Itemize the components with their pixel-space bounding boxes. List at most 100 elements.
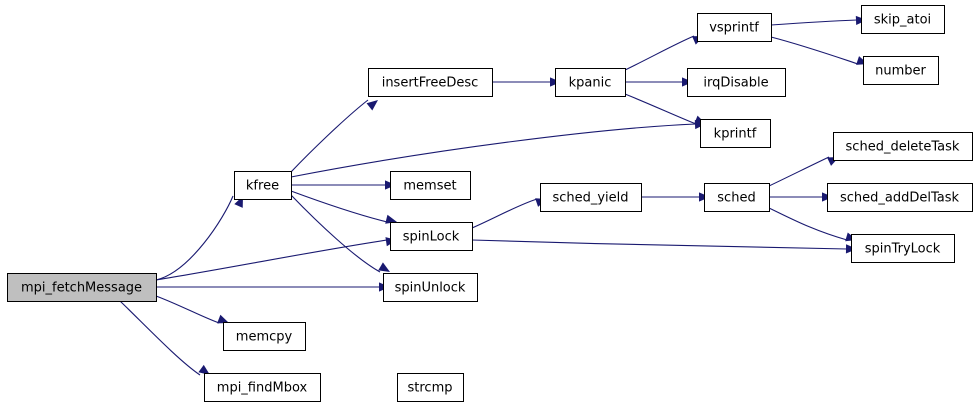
edge-mpi_fetchMessage-to-spinUnlock <box>156 282 390 292</box>
edge-line <box>155 195 234 281</box>
node-memcpy[interactable]: memcpy <box>223 322 306 351</box>
node-box[interactable] <box>234 171 292 200</box>
edge-sched_yield-to-sched <box>641 192 710 202</box>
node-label: skip_atoi <box>874 13 931 28</box>
node-box[interactable] <box>540 183 642 212</box>
node-label: kfree <box>246 179 279 194</box>
edge-kpanic-to-vsprintf <box>624 35 704 71</box>
node-insertFreeDesc[interactable]: insertFreeDesc <box>368 68 493 97</box>
node-label: vsprintf <box>709 21 759 36</box>
node-label: sched_yield <box>552 191 628 206</box>
edge-line <box>471 198 538 229</box>
node-sched[interactable]: sched <box>704 183 770 212</box>
node-sched_addDelTask[interactable]: sched_addDelTask <box>827 183 973 212</box>
node-box[interactable] <box>704 183 770 212</box>
node-box[interactable] <box>368 68 493 97</box>
node-box[interactable] <box>687 68 786 97</box>
node-spinLock[interactable]: spinLock <box>390 222 473 251</box>
edge-mpi_fetchMessage-to-mpi_findMbox <box>119 300 210 376</box>
node-kprintf[interactable]: kprintf <box>700 119 771 148</box>
node-label: irqDisable <box>703 76 768 91</box>
edge-insertFreeDesc-to-kpanic <box>492 77 561 87</box>
edge-mpi_fetchMessage-to-memcpy <box>155 295 229 324</box>
node-sched_deleteTask[interactable]: sched_deleteTask <box>833 132 973 161</box>
node-box[interactable] <box>204 373 321 402</box>
node-label: strcmp <box>408 381 453 396</box>
edge-sched-to-sched_addDelTask <box>769 192 833 202</box>
node-spinUnlock[interactable]: spinUnlock <box>383 273 478 302</box>
node-box[interactable] <box>7 273 157 302</box>
node-box[interactable] <box>390 222 473 251</box>
edge-line <box>624 93 697 125</box>
edge-spinLock-to-sched_yield <box>471 198 547 229</box>
node-skip_atoi[interactable]: skip_atoi <box>861 5 945 34</box>
edge-line <box>768 207 848 241</box>
node-number[interactable]: number <box>863 56 939 85</box>
node-label: sched_deleteTask <box>846 140 960 155</box>
node-memset[interactable]: memset <box>390 171 471 200</box>
edge-line <box>768 156 830 187</box>
node-label: mpi_findMbox <box>217 381 308 396</box>
node-box[interactable] <box>697 13 772 42</box>
edge-kfree-to-spinUnlock <box>290 194 390 273</box>
node-mpi_findMbox[interactable]: mpi_findMbox <box>204 373 321 402</box>
edge-kpanic-to-irqDisable <box>625 77 693 87</box>
edge-kpanic-to-kprintf <box>624 93 706 125</box>
node-label: spinTryLock <box>865 242 941 257</box>
edge-arrowhead <box>366 100 378 111</box>
node-box[interactable] <box>700 119 771 148</box>
edge-line <box>770 19 858 26</box>
edge-kfree-to-kprintf <box>290 119 706 178</box>
edge-line <box>290 123 697 178</box>
edge-arrowhead <box>378 262 390 272</box>
node-box[interactable] <box>223 322 306 351</box>
node-box[interactable] <box>383 273 478 302</box>
node-label: spinUnlock <box>395 281 466 296</box>
node-mpi_fetchMessage[interactable]: mpi_fetchMessage <box>7 273 157 302</box>
edge-sched-to-spinTryLock <box>768 207 857 242</box>
edge-mpi_fetchMessage-to-spinLock <box>155 237 397 281</box>
edge-line <box>290 99 369 173</box>
edge-line <box>290 190 388 223</box>
node-label: kpanic <box>569 76 612 91</box>
edge-line <box>119 300 201 376</box>
node-box[interactable] <box>397 373 464 402</box>
edge-line <box>155 295 220 324</box>
node-label: insertFreeDesc <box>382 76 479 91</box>
node-box[interactable] <box>555 68 626 97</box>
node-kfree[interactable]: kfree <box>234 171 292 200</box>
node-label: mpi_fetchMessage <box>21 281 142 296</box>
edge-kfree-to-spinLock <box>290 190 397 224</box>
node-box[interactable] <box>863 56 939 85</box>
node-box[interactable] <box>390 171 471 200</box>
node-label: sched <box>717 191 755 206</box>
node-label: spinLock <box>403 230 460 245</box>
edge-line <box>290 194 381 273</box>
node-irqDisable[interactable]: irqDisable <box>687 68 786 97</box>
node-spinTryLock[interactable]: spinTryLock <box>851 234 955 263</box>
edge-arrowhead <box>385 214 397 224</box>
node-label: number <box>875 64 926 79</box>
edge-spinLock-to-spinTryLock <box>471 239 857 254</box>
edge-arrowhead <box>217 314 229 324</box>
node-box[interactable] <box>827 183 973 212</box>
edge-kfree-to-memset <box>291 180 396 190</box>
edge-line <box>471 239 848 250</box>
node-vsprintf[interactable]: vsprintf <box>697 13 772 42</box>
node-kpanic[interactable]: kpanic <box>555 68 626 97</box>
node-box[interactable] <box>833 132 973 161</box>
edge-sched-to-sched_deleteTask <box>768 156 839 187</box>
node-label: memset <box>403 179 456 194</box>
node-box[interactable] <box>851 234 955 263</box>
node-sched_yield[interactable]: sched_yield <box>540 183 642 212</box>
node-layer: mpi_fetchMessage kfree memcpy mpi_findMbox s… <box>7 5 973 402</box>
node-box[interactable] <box>861 5 945 34</box>
edge-line <box>155 239 388 281</box>
edge-arrowhead <box>198 364 210 375</box>
node-strcmp[interactable]: strcmp <box>397 373 464 402</box>
node-label: memcpy <box>236 330 293 345</box>
node-label: sched_addDelTask <box>840 191 960 206</box>
edge-line <box>624 35 695 71</box>
